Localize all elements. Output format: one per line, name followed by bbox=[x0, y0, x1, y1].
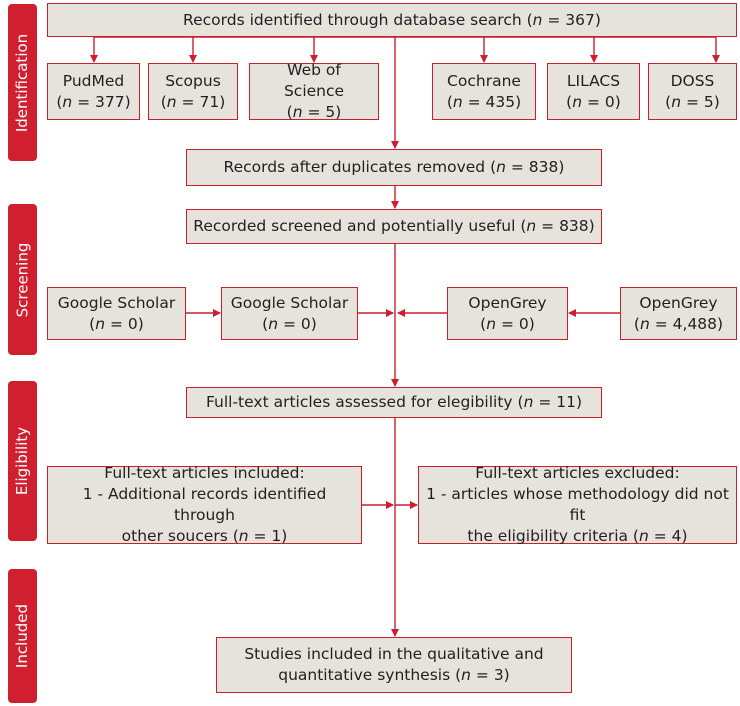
duplicates-removed-box: Records after duplicates removed (n = 83… bbox=[186, 149, 602, 186]
full-text-assessed-box: Full-text articles assessed for elegibil… bbox=[186, 387, 602, 418]
doss-box: DOSS(n = 5) bbox=[648, 63, 737, 120]
google-scholar-box-right: Google Scholar(n = 0) bbox=[221, 287, 358, 340]
scopus-box: Scopus(n = 71) bbox=[148, 63, 238, 120]
excluded-records-box: Full-text articles excluded: 1 - article… bbox=[418, 464, 737, 545]
phase-label-included: Included bbox=[8, 569, 37, 703]
google-scholar-box-left: Google Scholar(n = 0) bbox=[47, 287, 186, 340]
final-studies-box: Studies included in the qualitative and … bbox=[216, 637, 572, 693]
opengrey-box-right: OpenGrey(n = 4,488) bbox=[620, 287, 737, 340]
cochrane-box: Cochrane(n = 435) bbox=[432, 63, 536, 120]
web-of-science-box: Web of Science(n = 5) bbox=[249, 61, 379, 121]
screened-box: Recorded screened and potentially useful… bbox=[186, 209, 602, 244]
phase-label-identification: Identification bbox=[8, 4, 37, 161]
opengrey-box-left: OpenGrey(n = 0) bbox=[447, 287, 568, 340]
phase-label-eligibility: Eligibility bbox=[8, 381, 37, 541]
database-search-box: Records identified through database sear… bbox=[47, 3, 737, 37]
pubmed-box: PudMed(n = 377) bbox=[47, 63, 140, 120]
lilacs-box: LILACS(n = 0) bbox=[547, 63, 640, 120]
included-records-box: Full-text articles included: 1 - Additio… bbox=[47, 464, 362, 545]
phase-label-screening: Screening bbox=[8, 204, 37, 355]
